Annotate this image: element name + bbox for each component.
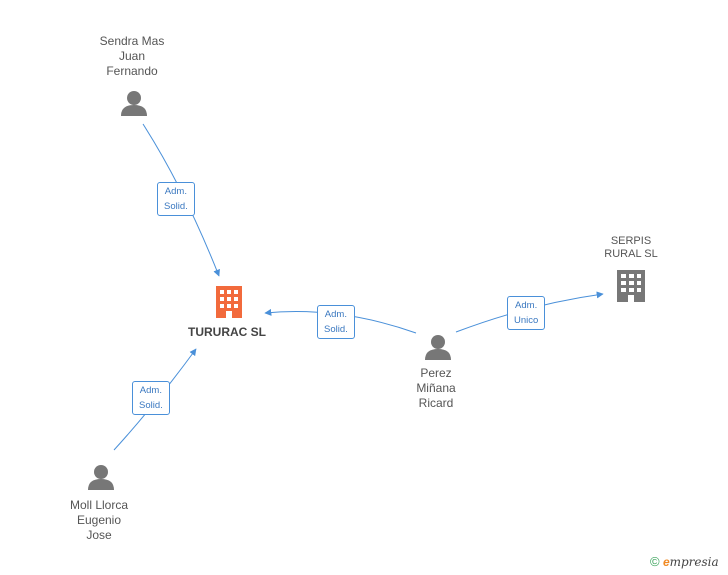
building-icon[interactable]: [216, 286, 242, 318]
person-icon[interactable]: [88, 465, 114, 490]
empresia-brand: © empresia: [650, 554, 719, 569]
node-label-tururac[interactable]: TURURAC SL: [188, 325, 266, 339]
node-label-serpis[interactable]: SERPIS RURAL SL: [604, 235, 658, 260]
edge-label-perez-tururac: Adm. Solid.: [317, 305, 355, 339]
person-icon[interactable]: [425, 335, 451, 360]
node-label-sendra[interactable]: Sendra Mas Juan Fernando: [99, 34, 165, 78]
edge-label-sendra: Adm. Solid.: [157, 182, 195, 216]
edge-label-perez-serpis: Adm. Unico: [507, 296, 546, 330]
person-icon[interactable]: [121, 91, 147, 116]
edge-label-moll: Adm. Solid.: [132, 381, 170, 415]
brand-e: e: [662, 555, 670, 569]
copyright-icon: ©: [650, 554, 660, 569]
building-icon[interactable]: [617, 270, 645, 302]
brand-name: mpresia: [669, 555, 719, 569]
node-label-perez[interactable]: Perez Miñana Ricard: [416, 366, 456, 410]
node-label-moll[interactable]: Moll Llorca Eugenio Jose: [69, 498, 129, 542]
